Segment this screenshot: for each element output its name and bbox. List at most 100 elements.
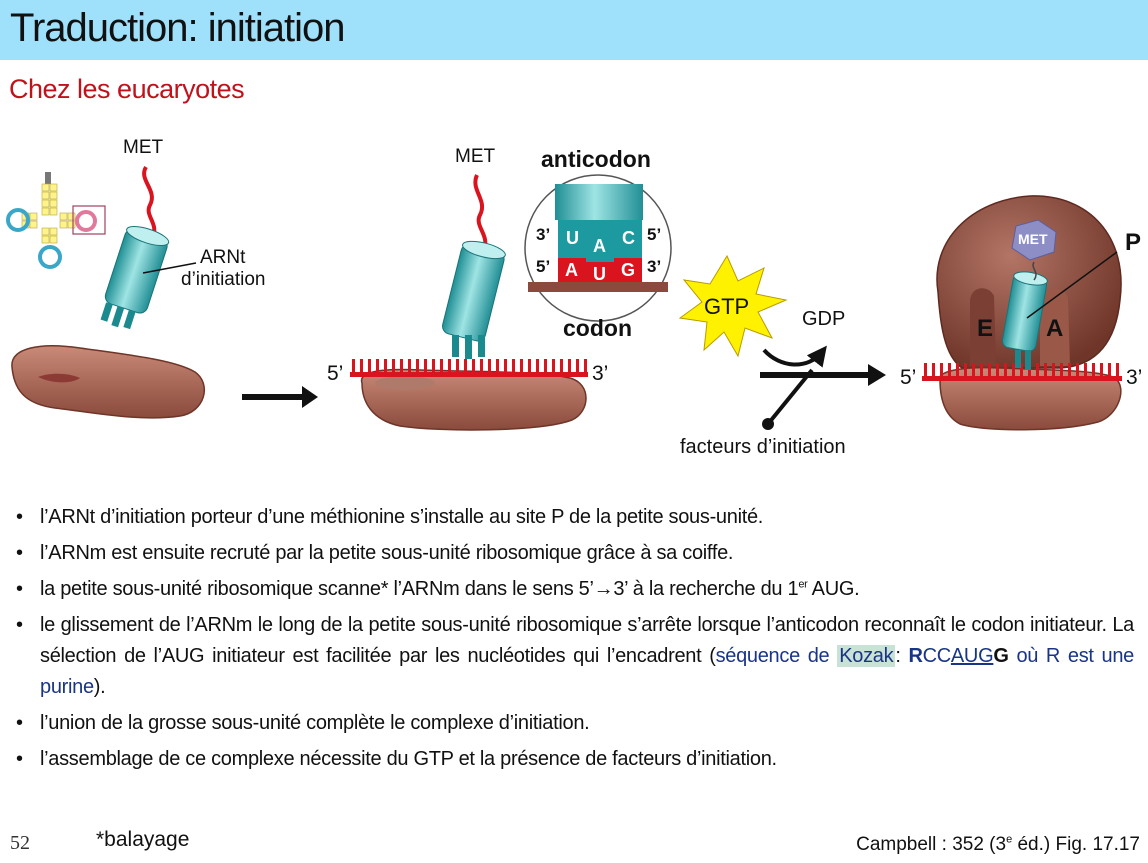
site-e-label: E	[977, 315, 993, 342]
site-a-label: A	[1046, 315, 1063, 342]
codon-anticodon-inset	[524, 174, 672, 322]
anticodon-5prime-label: 5’	[647, 225, 661, 244]
mrna-3prime-label-2: 3’	[592, 362, 608, 385]
met-label-1: MET	[123, 137, 164, 158]
mrna-base-tick	[924, 363, 927, 377]
mrna-base-tick	[352, 359, 355, 373]
bullet-3-end: AUG.	[807, 578, 860, 600]
bullet-3: la petite sous-unité ribosomique scanne*…	[14, 574, 1134, 605]
arrow-step-2-head	[868, 364, 886, 386]
factors-label: facteurs d’initiation	[680, 436, 846, 458]
factors-dot	[762, 418, 774, 430]
source-citation: Campbell : 352 (3e éd.) Fig. 17.17	[856, 834, 1140, 856]
mrna-base-tick	[1052, 363, 1055, 377]
mrna-base-tick	[376, 359, 379, 373]
mrna-base-tick	[1020, 363, 1023, 377]
mrna-base-tick	[424, 359, 427, 373]
mrna-base-tick	[400, 359, 403, 373]
translation-initiation-diagram: MET ARNt d’initiation MET 5’ 3’	[6, 137, 1142, 458]
mrna-base-tick	[576, 359, 579, 373]
page-subtitle: Chez les eucaryotes	[9, 74, 245, 104]
mrna-base-tick	[472, 359, 475, 373]
gtp-star	[678, 254, 788, 358]
met-label-3: MET	[1018, 231, 1048, 247]
mrna-base-tick	[440, 359, 443, 373]
mrna-bases-3	[924, 363, 1119, 377]
kozak-cc: CC	[922, 645, 952, 667]
trna-leader-line	[142, 262, 197, 274]
mrna-base-tick	[464, 359, 467, 373]
mrna-base-tick	[1044, 363, 1047, 377]
trna-cloverleaf	[6, 172, 106, 269]
mrna-base-tick	[416, 359, 419, 373]
arrow-step-1-head	[302, 386, 318, 408]
met-linker	[1032, 261, 1037, 281]
mrna-base-tick	[1076, 363, 1079, 377]
mrna-5prime-label-3: 5’	[900, 366, 916, 389]
codon-base-1: A	[565, 260, 578, 280]
mrna-base-tick	[536, 359, 539, 373]
mrna-base-tick	[448, 359, 451, 373]
mrna-base-tick	[996, 363, 999, 377]
bullet-4: le glissement de l’ARNm le long de la pe…	[14, 610, 1134, 703]
small-ribosomal-subunit	[11, 345, 205, 419]
gdp-release-arrow	[762, 345, 827, 368]
mrna-base-tick	[456, 359, 459, 373]
kozak-sequence-label: séquence de	[715, 645, 838, 667]
codon-base-2: U	[593, 264, 606, 284]
mrna-strand-3	[922, 376, 1122, 381]
kozak-g: G	[993, 645, 1009, 667]
mrna-base-tick	[512, 359, 515, 373]
site-p-label: P	[1125, 229, 1141, 256]
bullet-4-close: ).	[93, 676, 106, 698]
mrna-base-tick	[1012, 363, 1015, 377]
mrna-base-tick	[932, 363, 935, 377]
anticodon-base-2: A	[593, 236, 606, 256]
bullet-2: l’ARNm est ensuite recruté par la petite…	[14, 538, 1134, 569]
bullet-1: l’ARNt d’initiation porteur d’une méthio…	[14, 502, 1134, 533]
mrna-strand-2	[350, 372, 588, 377]
mrna-base-tick	[972, 363, 975, 377]
mrna-base-tick	[1036, 363, 1039, 377]
bullet-5: l’union de la grosse sous-unité complète…	[14, 708, 1134, 739]
source-text-end: éd.) Fig. 17.17	[1012, 834, 1140, 855]
mrna-base-tick	[1100, 363, 1103, 377]
source-sup: e	[1006, 833, 1013, 846]
methionine-chain-2	[473, 174, 488, 251]
bullet-3-text: la petite sous-unité ribosomique scanne*…	[40, 578, 799, 600]
codon-base-3: G	[621, 260, 635, 280]
mrna-base-tick	[504, 359, 507, 373]
mrna-base-tick	[480, 359, 483, 373]
trna-3-base	[1025, 350, 1031, 370]
mrna-base-tick	[408, 359, 411, 373]
bullet-6: l’assemblage de ce complexe nécessite du…	[14, 744, 1134, 775]
bullet-3-sup: er	[798, 578, 808, 591]
bullet-list: l’ARNt d’initiation porteur d’une méthio…	[14, 502, 1134, 780]
trna-2-base	[465, 335, 472, 359]
mrna-base-tick	[1068, 363, 1071, 377]
anticodon-3prime-label: 3’	[536, 225, 550, 244]
mrna-base-tick	[1108, 363, 1111, 377]
mrna-base-tick	[488, 359, 491, 373]
anticodon-label: anticodon	[541, 146, 651, 172]
met-label-2: MET	[455, 146, 496, 167]
mrna-base-tick	[520, 359, 523, 373]
met-hexagon	[1011, 219, 1057, 261]
slide-number: 52	[10, 832, 30, 854]
mrna-3prime-label-3: 3’	[1126, 366, 1142, 389]
mrna-base-tick	[368, 359, 371, 373]
mrna-base-tick	[1116, 363, 1119, 377]
mrna-base-tick	[956, 363, 959, 377]
mrna-base-tick	[544, 359, 547, 373]
title-bar	[0, 0, 1148, 60]
factors-line	[766, 368, 814, 426]
codon-5prime-label: 5’	[536, 257, 550, 276]
mrna-base-tick	[980, 363, 983, 377]
mrna-base-tick	[384, 359, 387, 373]
mrna-base-tick	[948, 363, 951, 377]
gtp-label: GTP	[704, 294, 749, 319]
mrna-base-tick	[552, 359, 555, 373]
kozak-highlight: Kozak	[837, 645, 896, 667]
mrna-base-tick	[360, 359, 363, 373]
kozak-purine-note: où R est une purine	[40, 645, 1134, 698]
